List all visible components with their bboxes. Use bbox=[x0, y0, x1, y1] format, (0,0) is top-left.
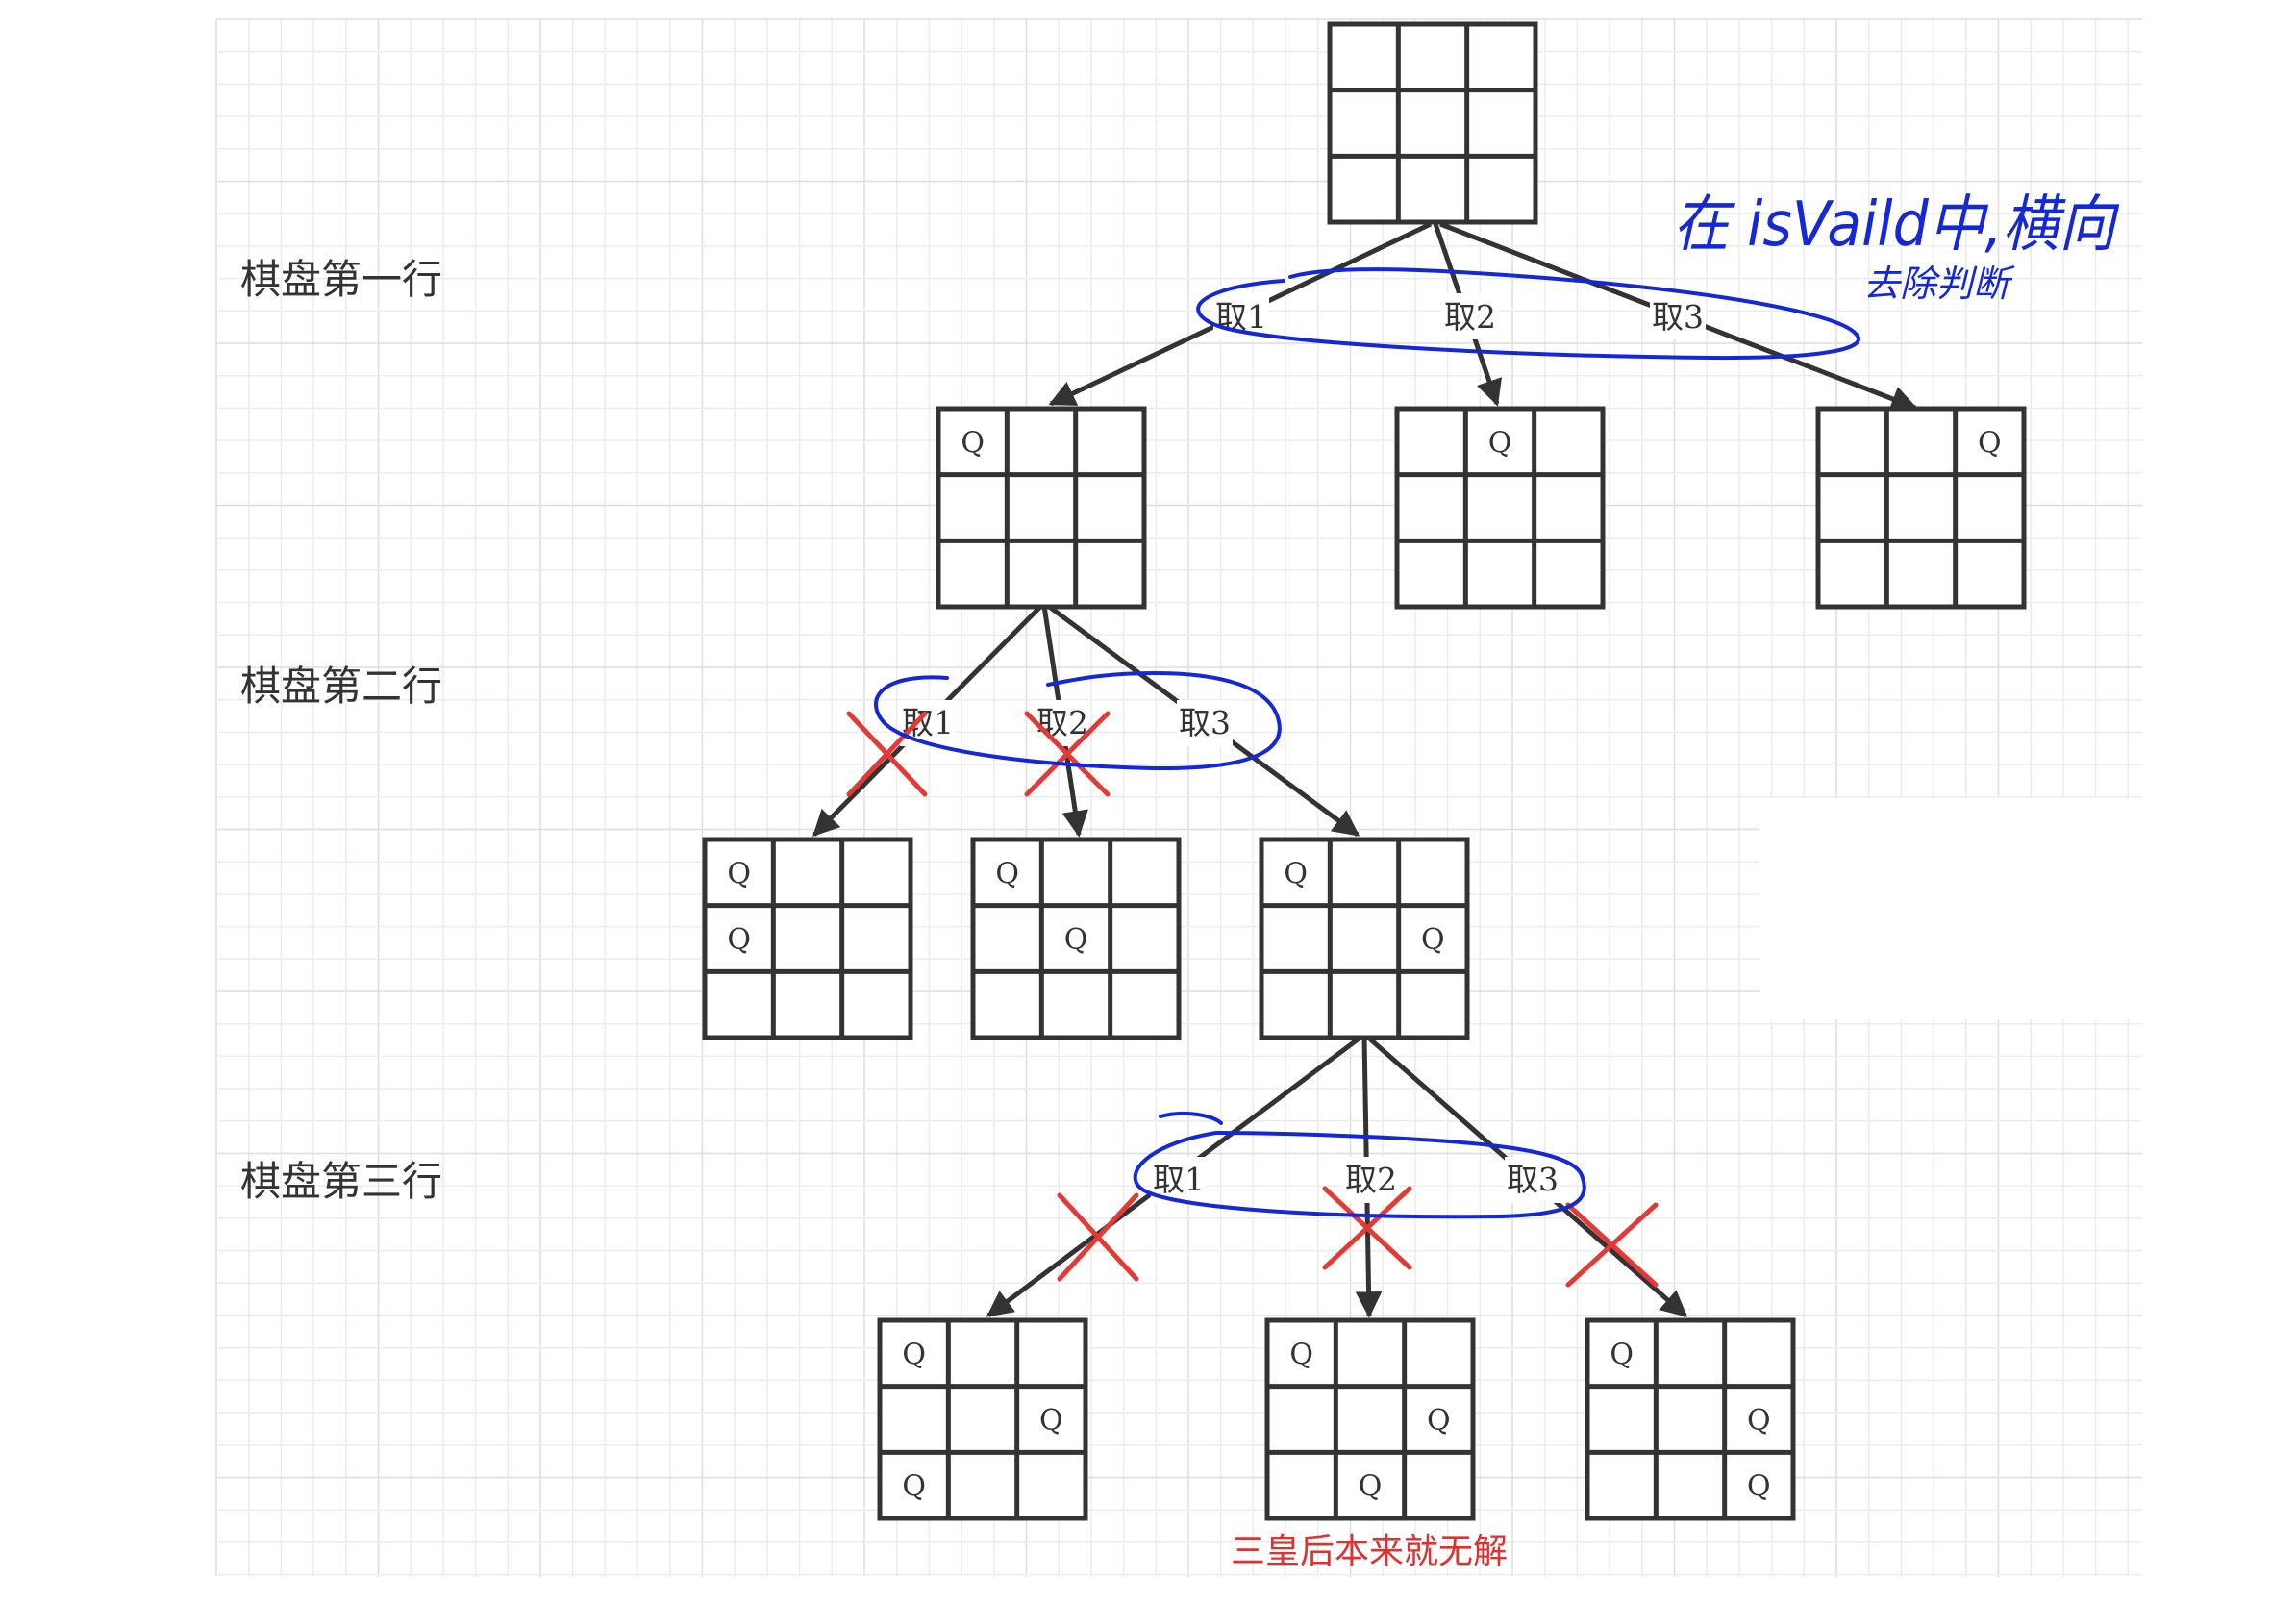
queen-marker: Q bbox=[995, 857, 1019, 890]
board-r3-c2: Q Q Q bbox=[1264, 1317, 1476, 1521]
edge-label-r2c3-2: 取2 bbox=[1343, 1157, 1399, 1203]
board-frame bbox=[1327, 21, 1538, 225]
board-r3-c1: Q Q Q bbox=[877, 1317, 1088, 1521]
board-r2-c2: QQ bbox=[970, 837, 1182, 1040]
svg-text:取3: 取3 bbox=[1179, 704, 1231, 741]
board-r3-c3: QQQ bbox=[1585, 1317, 1796, 1521]
row-label-2: 棋盘第二行 bbox=[240, 663, 442, 710]
svg-text:取1: 取1 bbox=[902, 704, 954, 741]
reject-cross-r2c2 bbox=[1024, 711, 1111, 797]
tree-edges bbox=[812, 221, 1918, 1318]
board-r1-c1: Q bbox=[936, 406, 1147, 610]
edge-label-r2c3-1: 取1 bbox=[1151, 1157, 1207, 1203]
svg-text:取3: 取3 bbox=[1652, 298, 1704, 336]
handwritten-annotation: 在 isVaild中,横向 去除判断 bbox=[1673, 189, 2120, 305]
queen-marker: Q bbox=[1747, 1404, 1771, 1438]
queen-marker: Q bbox=[727, 857, 751, 890]
svg-text:取1: 取1 bbox=[1153, 1161, 1205, 1198]
hand-loop-row1 bbox=[1196, 267, 1860, 361]
board-frame bbox=[1394, 406, 1606, 610]
no-solution-note: 三皇后本来就无解 bbox=[1231, 1532, 1508, 1571]
board-frame bbox=[936, 406, 1147, 610]
board-r1-c3: Q bbox=[1815, 406, 2027, 610]
row-label-1: 棋盘第一行 bbox=[240, 256, 442, 303]
queen-marker: Q bbox=[1359, 1470, 1383, 1504]
board-r1-c2: Q bbox=[1394, 406, 1606, 610]
board-frame bbox=[1815, 406, 2027, 610]
edge-label-r1c1-1: 取1 bbox=[900, 700, 956, 746]
hand-loop-row2 bbox=[874, 670, 1282, 771]
queen-marker: Q bbox=[727, 923, 751, 957]
edge-label-root-3: 取3 bbox=[1650, 293, 1706, 339]
queen-marker: Q bbox=[1284, 857, 1308, 890]
edge-label-r2c3-3: 取3 bbox=[1505, 1157, 1560, 1203]
edge-label-r1c1-3: 取3 bbox=[1177, 700, 1233, 746]
board-r2-c3: QQ bbox=[1259, 837, 1470, 1040]
queen-marker: Q bbox=[1747, 1470, 1771, 1504]
board-frame bbox=[970, 837, 1182, 1040]
reject-cross-r2c1 bbox=[846, 711, 928, 797]
board-frame bbox=[1264, 1317, 1476, 1521]
reject-cross-r3c3 bbox=[1565, 1202, 1659, 1288]
row-label-3: 棋盘第三行 bbox=[240, 1158, 442, 1205]
board-frame bbox=[1259, 837, 1470, 1040]
queen-marker: Q bbox=[1427, 1404, 1451, 1438]
queen-marker: Q bbox=[1289, 1338, 1313, 1371]
reject-cross-r3c2 bbox=[1322, 1186, 1412, 1270]
background-grid bbox=[215, 18, 2144, 1577]
board-root bbox=[1327, 21, 1538, 225]
queen-marker: Q bbox=[1610, 1338, 1634, 1371]
annotation-line2: 去除判断 bbox=[1863, 263, 2015, 305]
board-frame bbox=[702, 837, 913, 1040]
svg-text:取2: 取2 bbox=[1036, 704, 1088, 741]
hand-loop-row3 bbox=[1133, 1111, 1586, 1219]
blank-patch bbox=[1759, 798, 2144, 1019]
board-frame bbox=[877, 1317, 1088, 1521]
svg-text:取2: 取2 bbox=[1345, 1161, 1397, 1198]
edge-labels: 取1 取2 取3 取1 取2 取3 取1 取2 bbox=[900, 293, 1706, 1203]
queen-marker: Q bbox=[902, 1338, 926, 1371]
queen-marker: Q bbox=[902, 1470, 926, 1504]
svg-text:取3: 取3 bbox=[1507, 1161, 1559, 1198]
queen-marker: Q bbox=[1039, 1404, 1063, 1438]
queen-marker: Q bbox=[1421, 923, 1445, 957]
annotation-line1: 在 isVaild中,横向 bbox=[1673, 189, 2120, 261]
rejection-crosses bbox=[846, 711, 1659, 1288]
handwritten-loops bbox=[874, 267, 1860, 1219]
reject-cross-r3c1 bbox=[1057, 1192, 1139, 1282]
queen-marker: Q bbox=[1064, 923, 1088, 957]
queen-marker: Q bbox=[961, 426, 985, 460]
board-r2-c1: QQ bbox=[702, 837, 913, 1040]
board-frame bbox=[1585, 1317, 1796, 1521]
row-labels: 棋盘第一行 棋盘第二行 棋盘第三行 bbox=[240, 256, 442, 1205]
queen-marker: Q bbox=[1978, 426, 2002, 460]
svg-text:取2: 取2 bbox=[1444, 298, 1496, 336]
edge-label-root-2: 取2 bbox=[1442, 293, 1498, 339]
queen-marker: Q bbox=[1488, 426, 1512, 460]
